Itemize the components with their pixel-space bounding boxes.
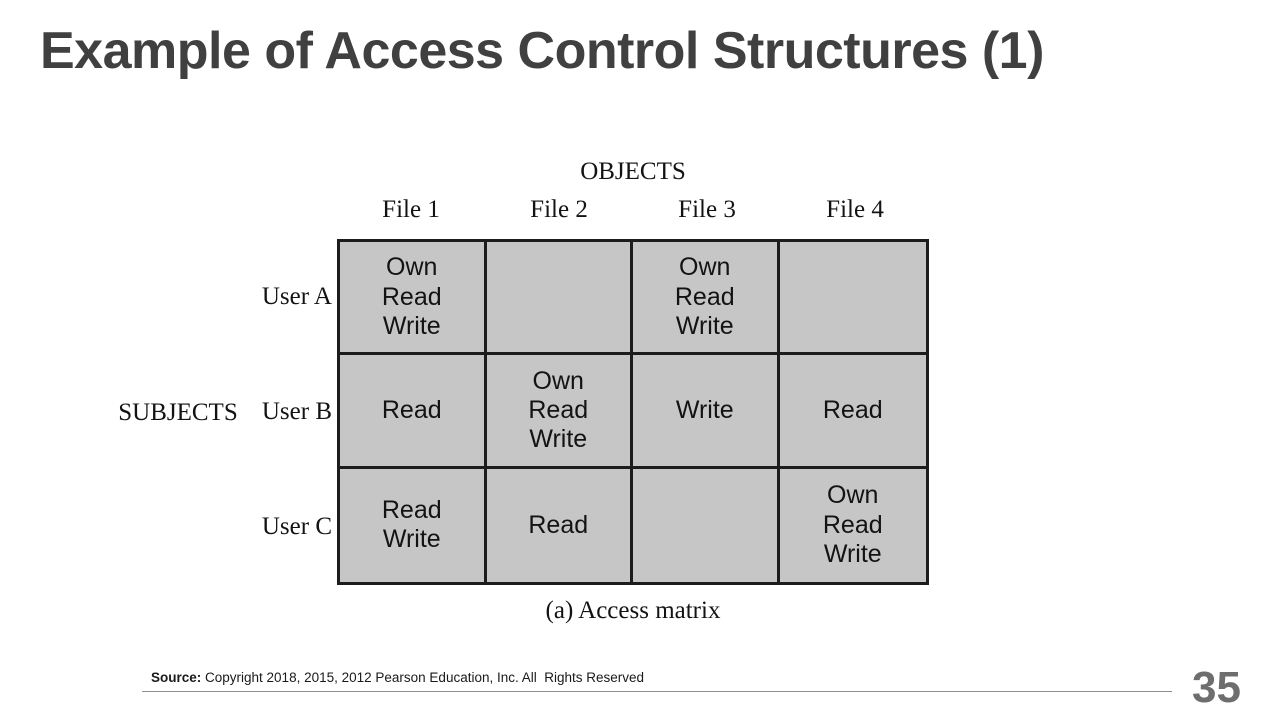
row-header-user-a: User A <box>261 282 332 310</box>
column-header-file-3: File 3 <box>678 196 736 223</box>
footer-divider <box>142 691 1172 692</box>
matrix-cell-userb-file3[interactable]: Write <box>633 355 780 469</box>
permission-label: Read <box>381 496 442 525</box>
source-text: Copyright 2018, 2015, 2012 Pearson Educa… <box>201 670 645 685</box>
permission-label: Own <box>386 253 438 282</box>
permission-label: Own <box>827 481 879 510</box>
permission-label: Write <box>382 525 441 554</box>
permission-label: Own <box>532 366 584 395</box>
matrix-cell-userb-file1[interactable]: Read <box>340 355 487 469</box>
permission-label: Write <box>382 311 441 340</box>
permission-label: Read <box>822 395 883 424</box>
permission-label: Own <box>679 253 731 282</box>
permission-label: Read <box>381 282 442 311</box>
column-header-file-4: File 4 <box>826 196 884 223</box>
permission-label: Read <box>822 510 883 539</box>
page-number: 35 <box>1192 663 1241 712</box>
figure-caption: (a) Access matrix <box>545 597 721 624</box>
row-header-column: User A User B User C <box>261 239 332 585</box>
permission-label: Write <box>529 425 588 454</box>
permission-label: Write <box>675 311 734 340</box>
subjects-axis-label: SUBJECTS <box>118 399 238 426</box>
matrix-cell-userb-file4[interactable]: Read <box>779 355 926 469</box>
matrix-cell-userc-file3[interactable] <box>633 468 780 582</box>
column-header-file-2: File 2 <box>530 196 588 223</box>
access-matrix-figure: OBJECTS File 1 File 2 File 3 File 4 SUBJ… <box>78 150 929 633</box>
source-note: Source: Copyright 2018, 2015, 2012 Pears… <box>151 670 644 685</box>
row-header-user-b: User B <box>261 397 332 425</box>
permission-label: Write <box>675 395 734 424</box>
permission-label: Read <box>381 395 442 424</box>
column-header-file-1: File 1 <box>382 196 440 223</box>
page-title: Example of Access Control Structures (1) <box>40 22 1044 80</box>
source-label: Source: <box>151 670 202 685</box>
permission-label: Write <box>823 539 882 568</box>
permission-label: Read <box>674 282 735 311</box>
matrix-cell-usera-file4[interactable] <box>779 242 926 356</box>
permission-label: Read <box>528 395 589 424</box>
objects-axis-label: OBJECTS <box>580 158 686 185</box>
permission-label: Read <box>528 510 589 539</box>
matrix-cell-usera-file2[interactable] <box>486 242 633 356</box>
column-header-row: File 1 File 2 File 3 File 4 <box>337 196 929 224</box>
row-header-user-c: User C <box>261 513 332 541</box>
matrix-cell-userc-file2[interactable]: Read <box>486 468 633 582</box>
